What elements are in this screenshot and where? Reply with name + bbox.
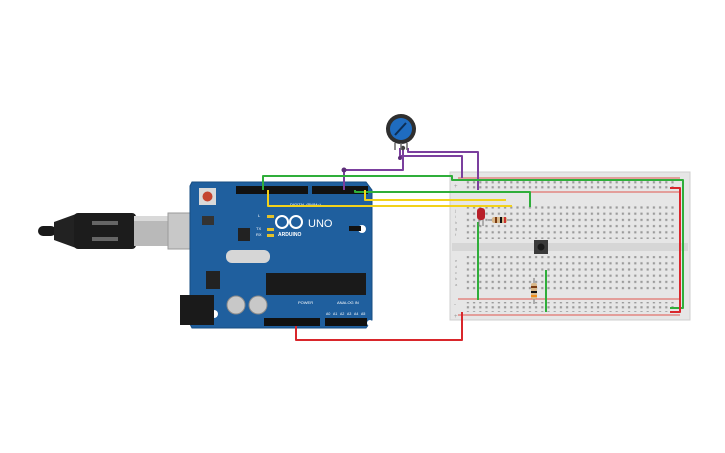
atmega-chip — [266, 273, 366, 295]
svg-text:e: e — [455, 258, 458, 263]
svg-text:a: a — [455, 282, 458, 287]
svg-text:g: g — [455, 226, 457, 231]
svg-text:b: b — [455, 276, 458, 281]
pushbutton[interactable] — [534, 240, 548, 254]
svg-text:f: f — [455, 232, 457, 237]
svg-text:i: i — [455, 214, 456, 219]
terminal-strip-bottom[interactable] — [465, 256, 675, 290]
arduino-logo: ARDUINO UNO — [275, 215, 333, 238]
svg-text:TX: TX — [256, 226, 261, 231]
svg-text:-: - — [454, 302, 456, 308]
svg-text:d: d — [455, 264, 457, 269]
svg-text:A4: A4 — [354, 312, 358, 316]
arduino-uno[interactable]: L TX RX ARDUINO UNO DIGITAL (PWM~) POWER… — [180, 181, 373, 329]
wire-green-gnd-top — [262, 175, 684, 309]
model-label: UNO — [308, 218, 333, 230]
potentiometer[interactable] — [386, 114, 416, 150]
power-rail-bottom[interactable] — [465, 302, 675, 312]
wire-purple-pot-gnd — [407, 148, 479, 190]
svg-text:A3: A3 — [347, 312, 351, 316]
svg-text:h: h — [455, 220, 457, 225]
red-led[interactable] — [477, 208, 485, 226]
analog-header[interactable] — [325, 318, 367, 326]
svg-text:A1: A1 — [333, 312, 337, 316]
svg-text:RX: RX — [256, 232, 262, 237]
wire-red-rail — [670, 187, 681, 313]
wire-purple-pot-vcc — [399, 148, 463, 178]
digital-header-label: DIGITAL (PWM~) — [290, 202, 322, 207]
svg-text:+: + — [454, 184, 458, 190]
svg-text:A5: A5 — [361, 312, 365, 316]
usb-cable[interactable] — [38, 212, 213, 250]
svg-text:c: c — [455, 270, 457, 275]
svg-text:j: j — [454, 208, 456, 213]
wires[interactable] — [262, 148, 684, 341]
power-jack — [180, 295, 214, 325]
wire-red-5v — [295, 312, 463, 341]
wire-yellow-led — [267, 190, 512, 207]
wire-yellow-button — [364, 190, 506, 201]
resistor-button[interactable] — [531, 278, 537, 304]
svg-text:A0: A0 — [326, 312, 330, 316]
power-header-label: POWER — [298, 300, 313, 305]
breadboard[interactable]: + - + j i h g f e d c b a — [449, 171, 691, 321]
power-header[interactable] — [264, 318, 320, 326]
svg-text:A2: A2 — [340, 312, 344, 316]
wire-green-button — [354, 190, 531, 207]
analog-header-label: ANALOG IN — [337, 300, 359, 305]
svg-text:L: L — [258, 213, 261, 218]
digital-header[interactable] — [236, 186, 368, 194]
resistor-led[interactable] — [488, 217, 512, 223]
power-rail-top[interactable] — [465, 180, 675, 190]
reset-button[interactable] — [199, 188, 216, 205]
svg-text:+: + — [454, 314, 458, 320]
brand-label: ARDUINO — [278, 232, 301, 238]
